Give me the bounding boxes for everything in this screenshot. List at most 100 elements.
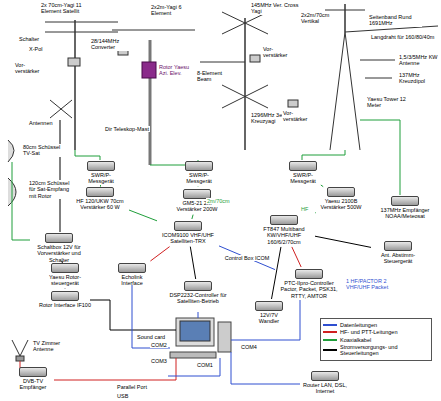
legend-swatch: [323, 339, 337, 341]
device-label: DVB-TV Empfänger: [11, 378, 55, 391]
device-label: PTC-IIpro-Controller Pactor, Packet, PSK…: [277, 280, 341, 299]
annotation-label: 80cm Schüssel TV-Sat: [22, 144, 66, 157]
device-box: Rotor Interface IF100: [38, 290, 92, 309]
annotation-label: COM2: [150, 342, 168, 348]
legend-row: Stromversorgungs- und Steuerleitungen: [323, 344, 429, 357]
annotation-label: Seitenband Rund 1691MHz: [368, 14, 422, 27]
device-icon: [19, 367, 47, 377]
device-icon: [255, 301, 283, 311]
antennas: [8, 4, 438, 361]
annotation-label: Yaesu Tower 12 Meter: [366, 96, 412, 109]
legend-swatch: [323, 324, 337, 326]
annotation-label: 8-Element Beam: [196, 70, 234, 83]
device-label: ICOM9100 VHF/UHF Satelliten-TRX: [159, 232, 217, 245]
device-icon: [289, 161, 317, 171]
annotation-label: 2m/70cm: [206, 198, 231, 204]
device-box: HF 120/UKW 70cm Verstärker 60 W: [72, 186, 128, 212]
cable-connector: [65, 288, 66, 289]
cable-connector: [292, 247, 301, 267]
device-icon: [118, 263, 146, 273]
device-box: Ant. Abstimm-Steuergerät: [372, 240, 424, 266]
device-label: Ant. Abstimm-Steuergerät: [373, 252, 423, 265]
device-label: HF 120/UKW 70cm Verstärker 60 W: [73, 198, 127, 211]
device-icon: [184, 281, 212, 291]
device-box: ICOM9100 VHF/UHF Satelliten-TRX: [158, 220, 218, 246]
cable-connector: [192, 215, 193, 219]
device-label: SWR/P-Messgerät: [177, 172, 221, 185]
device-label: DSP2232-Controller für Satelliten-Betrie…: [169, 292, 227, 305]
device-box: DVB-TV Empfänger: [10, 366, 56, 392]
device-label: SWR/P-Messgerät: [281, 172, 325, 185]
legend-text: HF- und PTT-Leitungen: [340, 329, 397, 335]
cable-connector: [150, 247, 169, 261]
device-icon: [270, 215, 298, 225]
device-box: Router LAN, DSL, Internet: [300, 370, 350, 396]
device-icon: [384, 241, 412, 251]
device-box: Schaltbox 12V für Vorverstärker und Scha…: [28, 232, 90, 264]
device-icon: [45, 233, 73, 243]
device-icon: [311, 371, 339, 381]
legend-row: Koaxialkabel: [323, 337, 429, 343]
device-icon: [185, 161, 213, 171]
annotation-label: 2x 70cm-Yagi 11 Element Satellit: [40, 2, 102, 15]
annotation-label: Dir Teleskop-Mast: [104, 126, 150, 132]
legend-text: Koaxialkabel: [340, 337, 371, 343]
annotation-label: TV Zimmer Antenne: [32, 340, 74, 353]
annotation-label: COM3: [150, 358, 168, 364]
annotation-label: 145MHz Ver. Cross Yagi: [250, 2, 306, 15]
legend-row: HF- und PTT-Leitungen: [323, 329, 429, 335]
legend-swatch: [323, 331, 337, 333]
annotation-label: Parallel Port: [116, 384, 148, 390]
annotation-label: HF: [300, 206, 309, 212]
device-box: SWR/P-Messgerät: [176, 160, 222, 186]
annotation-label: 28/144MHz Converter: [90, 38, 140, 51]
device-icon: [391, 196, 419, 206]
device-box: PTC-IIpro-Controller Pactor, Packet, PSK…: [276, 268, 342, 300]
cable-connector: [272, 247, 281, 299]
device-label: Router LAN, DSL, Internet: [301, 382, 349, 395]
device-box: Yaesu 2100B Verstärker 500W: [314, 186, 368, 212]
legend-text: Stromversorgungs- und Steuerleitungen: [340, 344, 429, 357]
device-icon: [295, 269, 323, 279]
annotation-label: Rotor Yaesu Azi. Elev.: [158, 64, 200, 77]
device-box: SWR/P-Messgerät: [280, 160, 326, 186]
device-box: Yaesu Rotor-steuergerät: [38, 262, 92, 288]
device-icon: [86, 187, 114, 197]
annotation-label: Sound card: [136, 334, 166, 340]
cable-connector: [315, 236, 371, 247]
legend-text: Datenleitungen: [340, 322, 377, 328]
cable-connector: [219, 246, 275, 270]
device-label: 12V/7V Wandler: [251, 312, 287, 325]
cable-connector: [129, 210, 157, 221]
cable-connector: [321, 185, 323, 187]
device-icon: [51, 291, 79, 301]
device-box: Echolink Interface: [110, 262, 154, 288]
device-label: SWR/P-Messgerät: [79, 172, 123, 185]
device-box: SWR/P-Messgerät: [78, 160, 124, 186]
annotation-label: 137MHz Kreuzdipol: [398, 72, 440, 85]
annotation-label: 1,5/3/5MHz KW Antenne: [398, 54, 440, 67]
device-box: 137MHz Empfänger NOAA/Meteosat: [376, 195, 434, 221]
annotation-label: 1 HF/PACTOR 2 VHF/UHF Packet: [345, 278, 403, 291]
legend-row: Datenleitungen: [323, 322, 429, 328]
device-label: Schaltbox 12V für Vorverstärker und Scha…: [29, 244, 89, 263]
device-box: 12V/7V Wandler: [250, 300, 288, 326]
annotation-label: 2x2m-Yagi 6 Element: [150, 4, 202, 17]
annotation-label: 2x2m/70cm Vertikal: [300, 12, 326, 25]
annotation-label: Vor-verstärker: [14, 62, 46, 75]
device-icon: [51, 263, 79, 273]
annotation-label: Vor-verstärker: [262, 46, 298, 59]
annotation-label: X-Pol: [28, 46, 43, 52]
device-label: Echolink Interface: [111, 274, 153, 287]
device-label: 137MHz Empfänger NOAA/Meteosat: [377, 207, 433, 220]
device-box: DSP2232-Controller für Satelliten-Betrie…: [168, 280, 228, 306]
annotation-label: USB: [116, 393, 129, 399]
annotation-label: Langdraht für 160/80/40m: [370, 34, 435, 40]
device-icon: [174, 221, 202, 231]
annotation-label: Schalter: [18, 36, 40, 42]
device-label: Rotor Interface IF100: [39, 302, 91, 308]
annotation-label: 120cm Schüssel für Sat-Empfang mit Rotor: [28, 180, 76, 199]
cable-connector: [197, 186, 198, 187]
cable-connector: [190, 247, 195, 279]
device-box: FT847 Multiband KW/VHF/UHF 160/6/2/70cm: [254, 214, 314, 246]
